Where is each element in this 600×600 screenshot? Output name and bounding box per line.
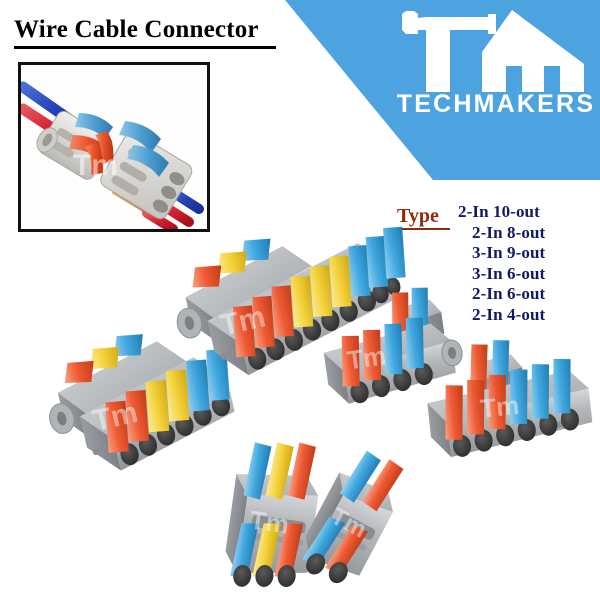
- page-title-underline: [14, 46, 276, 49]
- inset-photo-frame: Tm: [18, 62, 210, 232]
- connector-2in-2out: Tm: [302, 450, 404, 584]
- svg-text:Tm: Tm: [479, 390, 521, 424]
- svg-text:Tm: Tm: [345, 340, 388, 375]
- type-item: 3-In 6-out: [472, 263, 546, 283]
- svg-text:Tm: Tm: [248, 505, 291, 540]
- type-item: 2-In 6-out: [472, 284, 546, 303]
- type-item: 2-In 10-out: [458, 202, 540, 221]
- type-item: 3-In 9-out: [472, 243, 546, 262]
- connector-2in-4out: Tm: [323, 287, 463, 404]
- tm-hammer-house-logo: [392, 8, 600, 92]
- svg-text:Tm: Tm: [73, 149, 118, 182]
- type-label-underline: [396, 228, 450, 230]
- connector-3in-3out: Tm: [225, 442, 319, 587]
- type-label: Type: [397, 205, 439, 227]
- inset-photo: Tm: [21, 65, 207, 229]
- type-list: 2-In 10-out 2-In 8-out 3-In 9-out 3-In 6…: [458, 202, 594, 325]
- connector-2in-6out: Tm: [427, 340, 593, 458]
- type-item: 2-In 8-out: [472, 222, 546, 242]
- connector-3in-6out: Tm: [49, 334, 235, 471]
- page-title: Wire Cable Connector: [14, 16, 259, 43]
- type-item: 2-In 4-out: [472, 304, 546, 324]
- connector-3in-9out: Tm: [176, 226, 406, 376]
- brand-name: TECHMAKERS: [396, 90, 596, 118]
